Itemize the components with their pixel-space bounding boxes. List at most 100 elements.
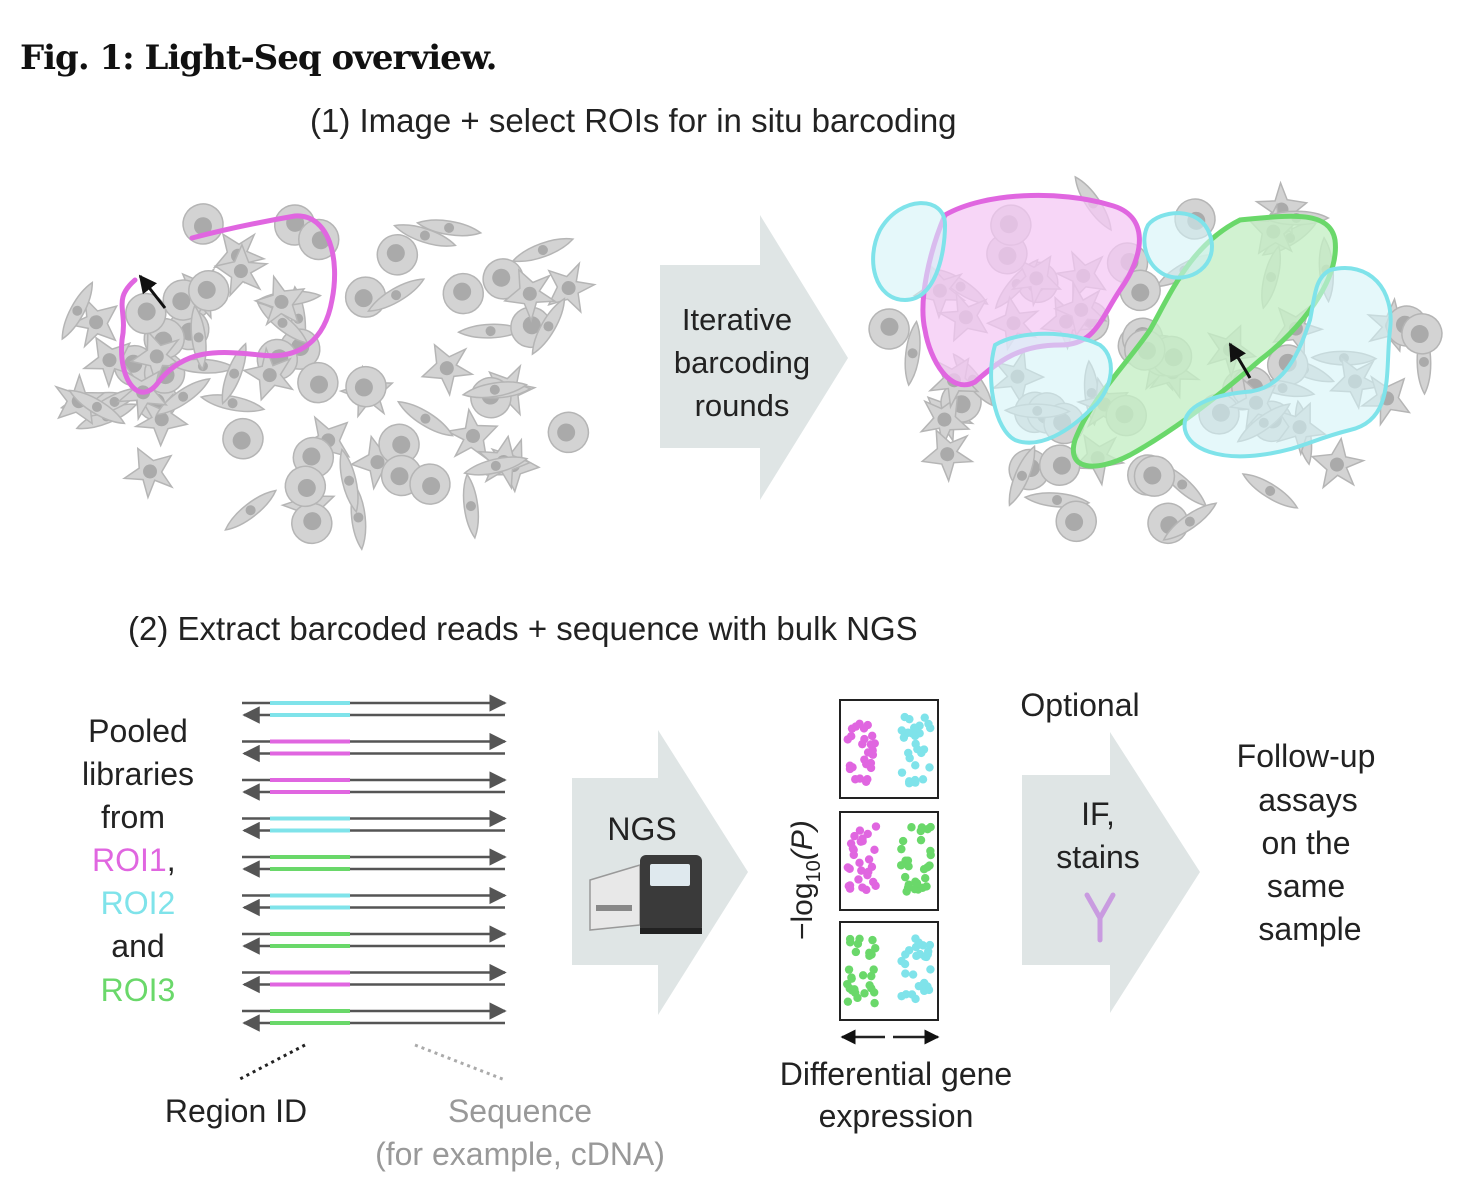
region-id-label: Region ID [165,1093,307,1129]
gene-point [925,861,934,870]
read-library [242,694,507,1032]
cell-icon [1162,502,1218,541]
gene-point [855,858,864,868]
cell-icon [376,234,419,276]
gene-point [867,971,876,981]
cell-icon [1133,455,1176,497]
roi1-outline-partial [119,213,338,395]
cell-icon [1241,473,1299,509]
gene-point [859,724,869,733]
gene-point [847,731,856,741]
followup-line-5: sample [1258,911,1361,947]
read-pair [242,694,507,724]
gene-point [897,844,906,854]
gene-point [907,823,916,832]
cell-icon [531,297,566,356]
cell-icon [409,463,451,505]
cell-icon [461,381,529,399]
gene-point [869,965,878,974]
tissue-after [868,175,1443,545]
optional-label: Optional [1020,687,1139,723]
iterative-arrow: Iterative barcoding rounds [660,215,848,500]
cell-icon [61,281,94,341]
cell-icon [122,446,174,500]
gene-point [917,748,926,758]
gene-point [850,831,859,841]
read-pair [242,886,507,917]
gene-point [865,761,875,771]
cell-icon [415,219,483,237]
roi1-label: ROI1 [92,842,167,878]
cell-icon [463,456,529,476]
gene-point [843,979,852,989]
roi2-label: ROI2 [101,885,176,921]
gene-point [863,829,872,839]
cell-icon [344,276,387,318]
read-pair [242,771,507,801]
gene-point [867,950,876,959]
roi3-label: ROI3 [101,972,176,1008]
cell-icon [241,345,295,402]
roi2-region-c [989,331,1113,445]
gene-point [897,768,907,777]
cell-icon [125,292,167,335]
y-axis-label: −log10(P) [786,820,825,940]
cell-icon [188,269,230,312]
sequence-pointer [414,1043,506,1082]
pooled-label: Pooled libraries from ROI1, ROI2 and ROI… [82,713,194,1008]
gene-point [911,778,920,787]
pooled-line-1: Pooled [88,713,188,749]
cell-icon [1055,500,1097,543]
gene-point [850,988,860,997]
gene-point [898,836,908,846]
gene-point [843,997,853,1006]
gene-point [914,938,923,947]
cell-icon [392,224,457,247]
gene-point [855,934,864,943]
cell-icon [1119,269,1161,312]
gene-point [845,884,855,893]
sequence-note: (for example, cDNA) [375,1136,665,1172]
cell-icon [442,272,485,315]
cell-icon [919,395,971,449]
followup-line-1: Follow-up [1237,738,1376,774]
gene-point [904,862,913,871]
sequence-label: Sequence [448,1093,592,1129]
gene-point [868,935,877,945]
gene-point [868,877,878,887]
cell-icon [297,361,339,404]
gene-point [851,722,860,731]
cell-icon [1310,436,1366,490]
read-pair [242,925,507,955]
volcano-plots: −log10(P) Differential gene expression [780,699,1012,1134]
cell-icon [222,417,264,460]
and-label: and [111,928,164,964]
gene-point [926,965,935,974]
gene-point [849,850,858,860]
followup-line-3: on the [1262,825,1351,861]
cell-icon [920,428,975,484]
gene-point [844,965,854,974]
gene-point [910,723,919,733]
gene-point [911,761,920,770]
cell-icon [155,377,212,416]
gene-point [897,956,906,966]
gene-point [920,713,929,722]
gene-point [846,839,856,848]
gene-point [867,862,877,872]
cell-icon [868,308,910,350]
gene-point [907,990,917,999]
gene-point [851,775,860,784]
cell-icon [904,319,921,387]
cell-icon [68,389,126,425]
cell-icon [445,407,499,461]
cell-icon [182,203,224,245]
cell-icon [199,394,266,413]
gene-point [870,845,879,854]
gene-point [901,990,911,999]
gene-point [924,719,933,729]
read-pair [242,848,507,878]
arrow-label-1: Iterative [682,302,792,337]
cell-icon [339,447,359,514]
